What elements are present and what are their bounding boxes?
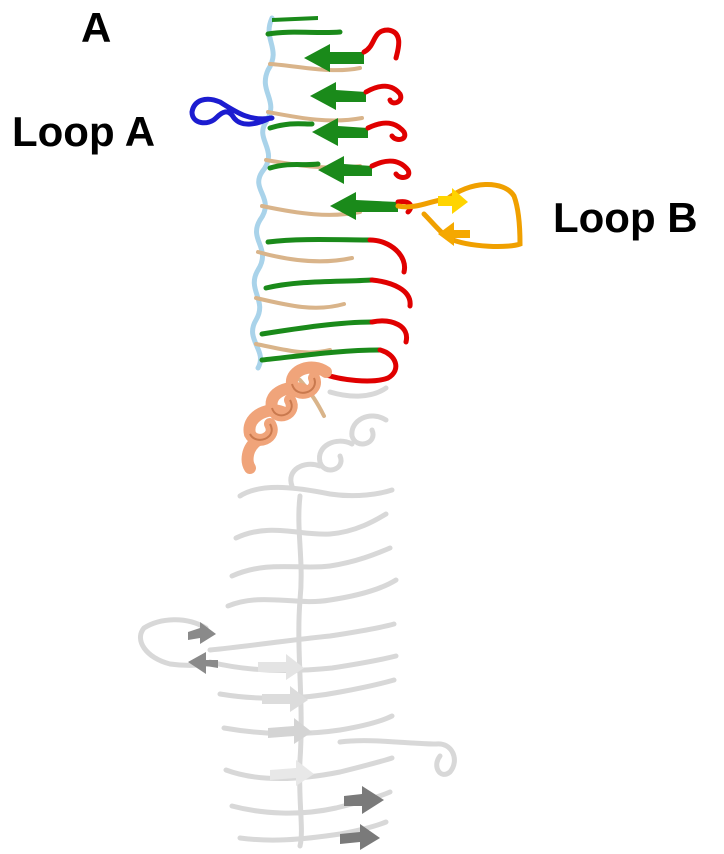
grey-arrow-1	[188, 622, 216, 644]
colored-domain	[192, 16, 520, 468]
lightblue-coil	[253, 18, 274, 368]
grey-arrow-6	[270, 760, 314, 786]
strand-1	[272, 16, 318, 22]
grey-arrow-7	[344, 786, 384, 814]
loop-b	[398, 184, 520, 246]
loop-a	[192, 99, 272, 124]
grey-arrow-2	[188, 652, 218, 674]
grey-strands	[188, 622, 384, 850]
strand-5	[318, 156, 372, 184]
grey-arrow-5	[268, 718, 312, 744]
strand-3	[310, 82, 366, 110]
green-coils	[262, 32, 380, 360]
